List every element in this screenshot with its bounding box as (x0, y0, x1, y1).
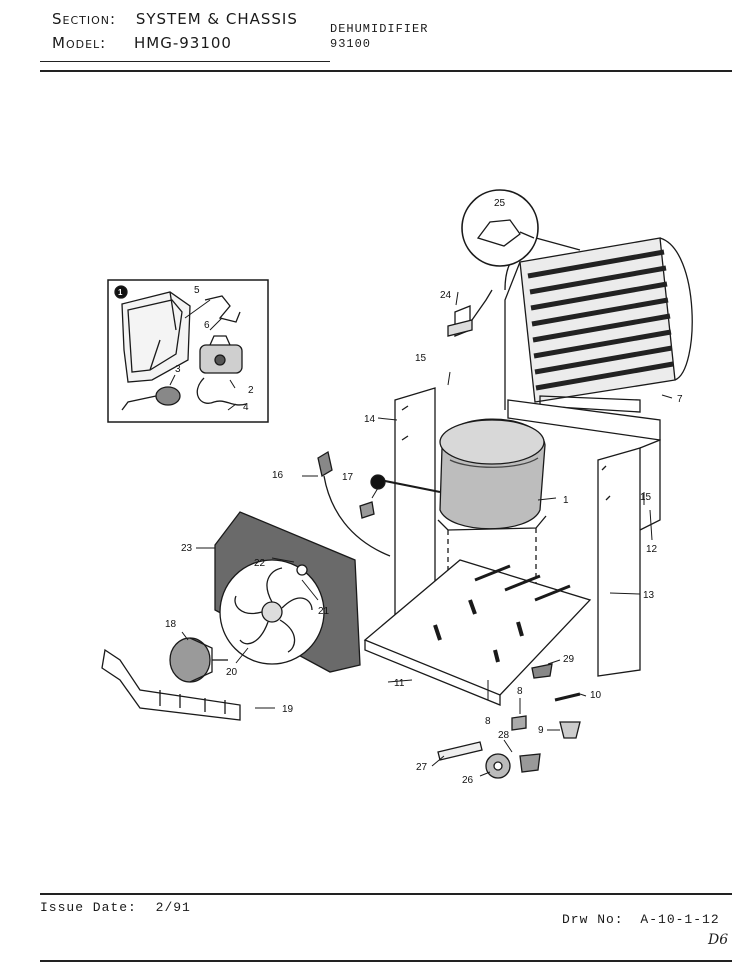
callout-11: 11 (394, 678, 405, 689)
callout-21: 21 (318, 606, 330, 617)
callout-25: 25 (494, 198, 506, 209)
callout-14: 14 (364, 414, 376, 425)
callout-15-lower: 15 (640, 492, 652, 503)
callout-29: 29 (563, 654, 575, 665)
callout-6: 6 (204, 320, 210, 331)
model-label: Model: (52, 34, 107, 52)
section-value: SYSTEM & CHASSIS (135, 10, 298, 28)
header-thin-rule (40, 61, 330, 62)
callout-7: 7 (677, 394, 683, 405)
callout-22: 22 (254, 558, 266, 569)
fan-shroud (214, 511, 361, 673)
callout-15-upper: 15 (415, 353, 427, 364)
model-value: HMG-93100 (133, 34, 232, 52)
fan-motor-bracket (101, 637, 241, 721)
callout-23: 23 (181, 543, 193, 554)
callout-17: 17 (342, 472, 354, 483)
condenser-coil (504, 237, 693, 413)
callout-4: 4 (243, 402, 249, 413)
section-line: Section: SYSTEM & CHASSIS (52, 10, 298, 28)
base-plate (363, 559, 592, 706)
drawing-number: Drw No: A-10-1-12 (562, 912, 720, 927)
chassis-side-panels (394, 387, 661, 677)
footer-rule (40, 893, 732, 895)
callout-20: 20 (226, 667, 238, 678)
callout-2: 2 (248, 385, 254, 396)
inset-detail-box (107, 279, 269, 423)
callout-16: 16 (272, 470, 284, 481)
callout-3: 3 (175, 364, 181, 375)
section-label: Section: (52, 10, 117, 28)
callout-1: 1 (563, 495, 569, 506)
product-number: 93100 (330, 37, 372, 51)
callout-27: 27 (416, 762, 428, 773)
compressor (370, 418, 547, 610)
callout-19: 19 (282, 704, 294, 715)
callout-8-lower: 8 (485, 716, 491, 727)
handwritten-mark: D6 (708, 932, 729, 948)
hardware-parts (317, 289, 581, 779)
callout-13: 13 (643, 590, 655, 601)
callout-9: 9 (538, 725, 544, 736)
callout-12: 12 (646, 544, 658, 555)
magnified-detail-circle (461, 189, 581, 267)
callout-8-upper: 8 (517, 686, 523, 697)
issue-date-label: Issue Date: (40, 900, 137, 915)
callout-28: 28 (498, 730, 510, 741)
issue-date: Issue Date: 2/91 (40, 900, 191, 915)
callout-5: 5 (194, 285, 200, 296)
drawing-number-value: A-10-1-12 (640, 912, 720, 927)
drawing-number-label: Drw No: (562, 912, 624, 927)
model-line: Model: HMG-93100 (52, 34, 232, 52)
inset-marker-number: 1 (118, 288, 123, 297)
bottom-rule (40, 960, 732, 962)
callout-24: 24 (440, 290, 452, 301)
header-rule (40, 70, 732, 72)
callout-10: 10 (590, 690, 602, 701)
leader-lines (169, 291, 673, 777)
callout-18: 18 (165, 619, 177, 630)
issue-date-value: 2/91 (155, 900, 191, 915)
callout-labels: 1 2 3 4 5 6 7 8 8 9 10 11 12 13 14 15 15… (118, 198, 683, 786)
callout-26: 26 (462, 775, 474, 786)
product-name: DEHUMIDIFIER (330, 22, 429, 36)
